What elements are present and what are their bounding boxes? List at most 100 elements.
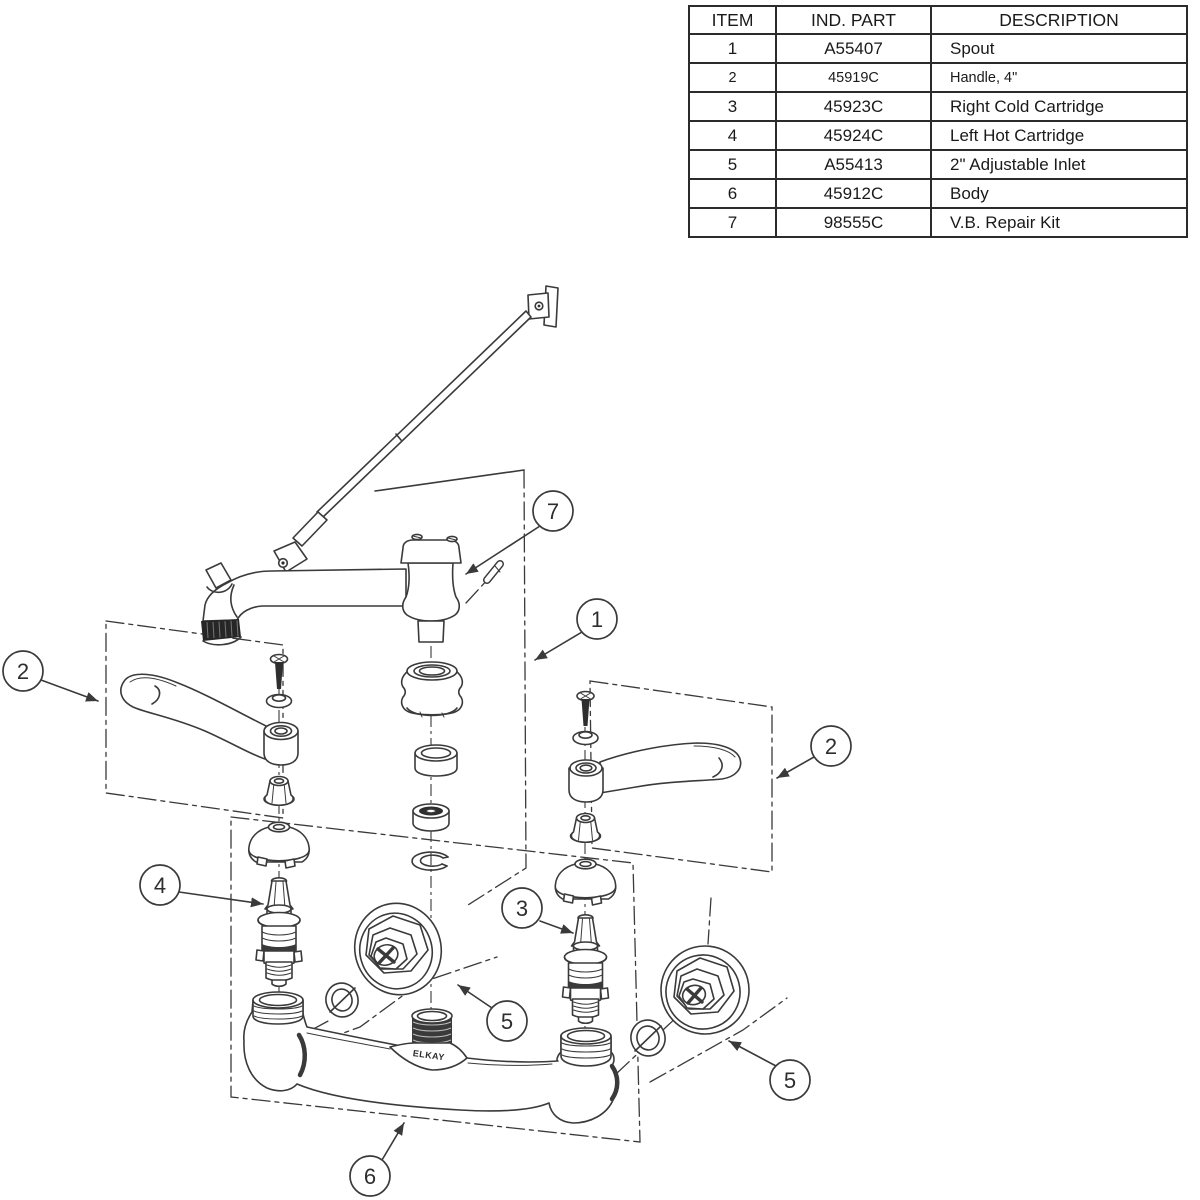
handle-left-blade <box>120 673 267 760</box>
table-cell: 5 <box>688 149 777 180</box>
leader-3 <box>539 920 574 934</box>
table-cell: A55413 <box>775 149 932 180</box>
inlet-flange-right <box>660 945 750 1035</box>
table-row: 7 98555C V.B. Repair Kit <box>688 207 1188 238</box>
table-cell: Right Cold Cartridge <box>930 91 1188 122</box>
rod-sleeve <box>292 511 328 547</box>
body-skirt <box>389 1042 468 1071</box>
body-shade-right <box>609 1063 620 1102</box>
spout <box>201 562 407 646</box>
spout-box-top-edge <box>374 469 525 492</box>
leader-2-left <box>40 679 99 702</box>
gasket-left <box>325 982 359 1018</box>
table-cell: Left Hot Cartridge <box>930 120 1188 151</box>
svg-text:6: 6 <box>364 1164 376 1189</box>
svg-text:4: 4 <box>154 873 166 898</box>
col-header-description: DESCRIPTION <box>930 5 1188 35</box>
gasket-right <box>630 1019 666 1057</box>
table-header-row: ITEM IND. PART DESCRIPTION <box>688 5 1188 35</box>
svg-text:3: 3 <box>516 896 528 921</box>
table-cell: 2" Adjustable Inlet <box>930 149 1188 180</box>
body-inlet-boss-left <box>252 991 304 1025</box>
spout-coupling-stack <box>400 661 464 871</box>
rod-upper <box>316 310 532 519</box>
table-cell: 45919C <box>775 62 932 93</box>
table-cell: A55407 <box>775 33 932 64</box>
vb-outlet-stub <box>417 620 445 643</box>
spout-box <box>467 469 527 906</box>
table-cell: Handle, 4" <box>930 62 1188 93</box>
svg-text:7: 7 <box>547 499 559 524</box>
leader-7 <box>465 525 541 575</box>
parts-table: ITEM IND. PART DESCRIPTION 1 A55407 Spou… <box>688 5 1188 238</box>
brand-label: ELKAY <box>412 1048 445 1062</box>
inlet-flange-left <box>353 902 443 996</box>
table-row: 5 A55413 2" Adjustable Inlet <box>688 149 1188 180</box>
callout-5-right <box>769 1059 811 1101</box>
leader-5-right <box>728 1040 777 1067</box>
svg-text:1: 1 <box>591 607 603 632</box>
handle-right-blade <box>599 742 742 794</box>
handle-assembly-right <box>554 690 742 1025</box>
spout-hook-nub <box>205 562 232 589</box>
col-header-item: ITEM <box>688 5 777 35</box>
table-cell: Body <box>930 178 1188 209</box>
table-cell: 45924C <box>775 120 932 151</box>
table-cell: 3 <box>688 91 777 122</box>
callout-5-mid <box>486 1000 528 1042</box>
callout-1 <box>576 598 618 640</box>
spout-body <box>202 568 407 622</box>
callout-2-left <box>2 650 44 692</box>
table-cell: Spout <box>930 33 1188 64</box>
vb-pin-axis <box>465 577 490 604</box>
table-cell: 45923C <box>775 91 932 122</box>
vb-cap <box>400 539 462 564</box>
leader-2-right <box>776 756 815 779</box>
table-cell: 2 <box>688 62 777 93</box>
svg-text:2: 2 <box>17 659 29 684</box>
table-row: 6 45912C Body <box>688 178 1188 209</box>
faucet-body: ELKAY <box>243 991 620 1124</box>
table-cell: 4 <box>688 120 777 151</box>
handle-assembly-left <box>120 653 310 988</box>
inlet-mid-boundary <box>262 956 498 1063</box>
leader-4 <box>178 891 264 908</box>
table-cell: 45912C <box>775 178 932 209</box>
handle-right-hub <box>568 767 604 803</box>
vb-body <box>401 562 461 622</box>
leader-1 <box>534 631 583 661</box>
vacuum-breaker-housing <box>400 533 504 643</box>
table-cell: V.B. Repair Kit <box>930 207 1188 238</box>
table-row: 2 45919C Handle, 4" <box>688 62 1188 93</box>
leader-5-mid <box>457 984 493 1009</box>
body-shade-left <box>296 1032 307 1078</box>
callouts: 7 1 2 2 4 3 5 5 6 <box>2 490 852 1197</box>
table-row: 4 45924C Left Hot Cartridge <box>688 120 1188 151</box>
vb-pin <box>483 560 504 584</box>
body-inlet-boss-right <box>560 1027 612 1067</box>
table-cell: 98555C <box>775 207 932 238</box>
callout-3 <box>501 887 543 929</box>
table-cell: 1 <box>688 33 777 64</box>
table-row: 1 A55407 Spout <box>688 33 1188 64</box>
body-spout-boss: ELKAY <box>389 1008 468 1071</box>
callout-7 <box>532 490 574 532</box>
col-header-part: IND. PART <box>775 5 932 35</box>
snap-ring <box>411 851 449 871</box>
svg-text:2: 2 <box>825 734 837 759</box>
inlet-right-boundary <box>649 997 788 1083</box>
table-cell: 7 <box>688 207 777 238</box>
inlet-right-axis <box>707 897 712 945</box>
handle-left-hub <box>263 730 299 766</box>
wall-bracket <box>527 285 559 328</box>
svg-text:5: 5 <box>784 1068 796 1093</box>
table-row: 3 45923C Right Cold Cartridge <box>688 91 1188 122</box>
support-rod <box>273 310 532 573</box>
callout-2-right <box>810 725 852 767</box>
callout-6 <box>349 1155 391 1197</box>
body-box <box>230 816 641 1143</box>
svg-text:5: 5 <box>501 1009 513 1034</box>
leader-6 <box>381 1122 405 1161</box>
